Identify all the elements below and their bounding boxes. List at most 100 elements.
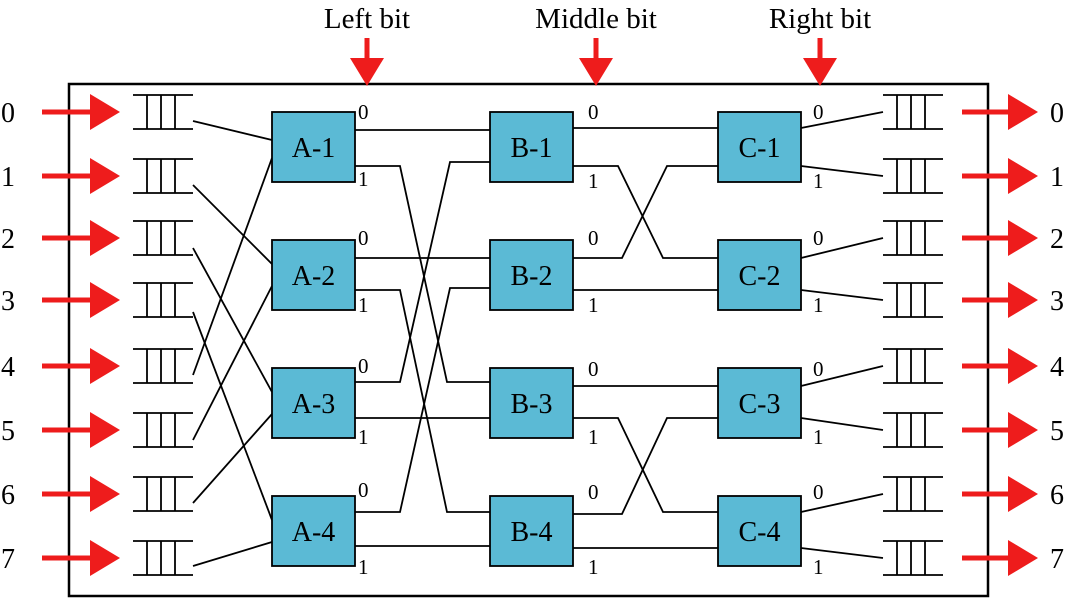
- switch-label: A-2: [292, 261, 336, 292]
- output-arrow-icon-1: [962, 158, 1038, 194]
- a1-out-1-label: 1: [358, 167, 369, 191]
- wire-a4-0-b2: [355, 287, 490, 513]
- middle-bit-arrow-icon: [579, 58, 613, 86]
- a3-out-0-label: 0: [358, 354, 369, 378]
- c4-out-0-label: 0: [813, 480, 824, 504]
- output-port-label-3: 3: [1050, 286, 1064, 317]
- input-buffer-0: [133, 94, 193, 130]
- input-port-label-3: 3: [1, 286, 15, 317]
- wire-c3-0-out4: [800, 365, 884, 387]
- switch-c-4: C-4: [717, 495, 802, 567]
- wire-b4-0-c3: [573, 417, 718, 515]
- c2-out-1-label: 1: [813, 293, 824, 317]
- wire-c2-0-out2: [800, 237, 884, 259]
- output-buffer-7: [883, 540, 943, 576]
- switch-a-4: A-4: [271, 495, 356, 567]
- input-port-label-1: 1: [1, 162, 15, 193]
- b1-out-0-label: 0: [588, 100, 599, 124]
- header-label-right-bit: Right bit: [769, 3, 871, 35]
- output-arrow-icon-7: [962, 540, 1038, 576]
- input-port-label-5: 5: [1, 416, 15, 447]
- wire-in4-a1: [192, 157, 273, 376]
- output-buffer-4: [883, 348, 943, 384]
- input-buffer-4: [133, 348, 193, 384]
- output-port-label-6: 6: [1050, 480, 1064, 511]
- input-buffer-7: [133, 540, 193, 576]
- input-port-label-6: 6: [1, 480, 15, 511]
- a4-out-1-label: 1: [358, 555, 369, 579]
- b3-out-1-label: 1: [588, 425, 599, 449]
- switch-label: B-1: [511, 133, 553, 164]
- switch-output-labels: 0 1 0 1 0 1 0 1 0 1 0 1 0 1 0 1 0 1 0 1 …: [358, 100, 824, 579]
- output-buffer-6: [883, 476, 943, 512]
- output-arrow-icon-3: [962, 282, 1038, 318]
- switch-label: B-4: [511, 517, 553, 548]
- switch-label: B-3: [511, 389, 553, 420]
- wire-c2-1-out3: [800, 289, 884, 301]
- c1-out-1-label: 1: [813, 169, 824, 193]
- b4-out-0-label: 0: [588, 480, 599, 504]
- switch-label: C-2: [739, 261, 781, 292]
- input-arrow-icon-5: [42, 412, 120, 448]
- switch-grid: A-1 A-2 A-3 A-4 B-1 B-2 B-3 B-4 C-1 C-2 …: [271, 111, 802, 567]
- output-arrow-icon-6: [962, 476, 1038, 512]
- a3-out-1-label: 1: [358, 425, 369, 449]
- output-buffer-5: [883, 412, 943, 448]
- switch-b-2: B-2: [489, 239, 574, 311]
- input-arrow-icon-6: [42, 476, 120, 512]
- output-buffer-3: [883, 282, 943, 318]
- wire-c4-0-out6: [800, 493, 884, 513]
- header-label-middle-bit: Middle bit: [535, 3, 657, 35]
- a2-out-0-label: 0: [358, 226, 369, 250]
- switch-c-1: C-1: [717, 111, 802, 183]
- wire-b1-1-c2: [573, 165, 718, 259]
- input-arrow-icon-2: [42, 220, 120, 256]
- wire-a2-1-b4: [355, 289, 490, 513]
- wire-in5-a2: [192, 285, 273, 441]
- wire-a3-0-b1: [355, 161, 490, 383]
- output-port-label-4: 4: [1050, 352, 1064, 383]
- output-arrow-icon-4: [962, 348, 1038, 384]
- b2-out-0-label: 0: [588, 226, 599, 250]
- switch-c-2: C-2: [717, 239, 802, 311]
- left-bit-arrow-icon: [350, 58, 384, 86]
- input-arrow-icon-3: [42, 282, 120, 318]
- wire-in2-a3: [192, 247, 273, 393]
- input-arrow-icon-7: [42, 540, 120, 576]
- input-port-label-7: 7: [1, 544, 15, 575]
- input-buffer-5: [133, 412, 193, 448]
- wire-in1-a2: [192, 184, 273, 265]
- b3-out-0-label: 0: [588, 357, 599, 381]
- output-port-label-7: 7: [1050, 544, 1064, 575]
- wire-b2-0-c1: [573, 165, 718, 259]
- switch-label: A-1: [292, 133, 336, 164]
- switch-b-4: B-4: [489, 495, 574, 567]
- right-bit-arrow-icon: [803, 58, 837, 86]
- wire-b3-1-c4: [573, 417, 718, 513]
- switch-a-1: A-1: [271, 111, 356, 183]
- input-arrow-icon-4: [42, 348, 120, 384]
- a1-out-0-label: 0: [358, 100, 369, 124]
- wire-in0-a1: [192, 120, 273, 141]
- wire-c1-1-out1: [800, 165, 884, 177]
- header-label-left-bit: Left bit: [324, 3, 410, 35]
- input-buffer-2: [133, 220, 193, 256]
- outer-frame: [67, 82, 990, 598]
- input-buffer-3: [133, 282, 193, 318]
- switch-b-1: B-1: [489, 111, 574, 183]
- wire-c4-1-out7: [800, 547, 884, 559]
- switch-label: A-3: [292, 389, 336, 420]
- switch-a-2: A-2: [271, 239, 356, 311]
- wire-in7-a4: [192, 541, 273, 567]
- wire-in6-a3: [192, 413, 273, 504]
- c2-out-0-label: 0: [813, 226, 824, 250]
- switch-label: C-1: [739, 133, 781, 164]
- output-port-label-5: 5: [1050, 416, 1064, 447]
- output-port-label-0: 0: [1050, 98, 1064, 129]
- wire-c1-0-out0: [800, 111, 884, 129]
- input-arrow-icon-0: [42, 94, 120, 130]
